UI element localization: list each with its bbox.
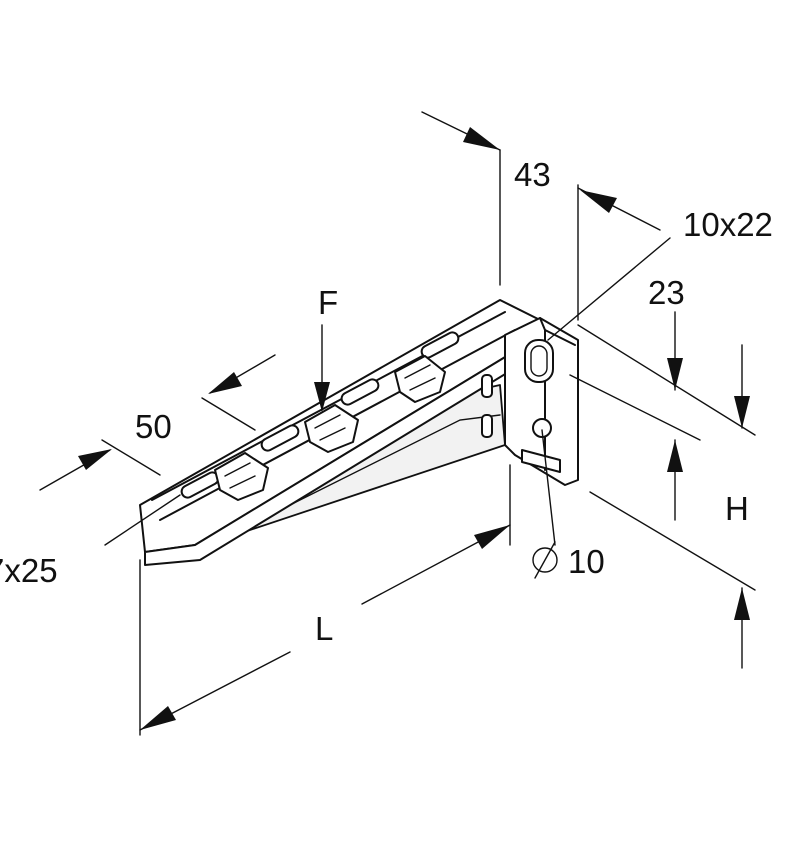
dimension-l-label: L	[315, 610, 333, 647]
slot-7x25-label: 7x25	[0, 552, 58, 589]
arm-clips	[214, 355, 446, 501]
hole-diameter-label: 10	[568, 543, 605, 580]
dimension-lines	[39, 111, 756, 736]
wall-bracket	[139, 299, 579, 566]
plate-hole	[532, 418, 552, 438]
dimension-h-label: H	[725, 490, 749, 527]
dimension-50-label: 50	[135, 408, 172, 445]
dimension-43-label: 43	[514, 156, 551, 193]
force-f-label: F	[318, 284, 338, 321]
slot-10x22-label: 10x22	[683, 206, 773, 243]
wall-plate	[504, 317, 579, 486]
dimension-23-label: 23	[648, 274, 685, 311]
